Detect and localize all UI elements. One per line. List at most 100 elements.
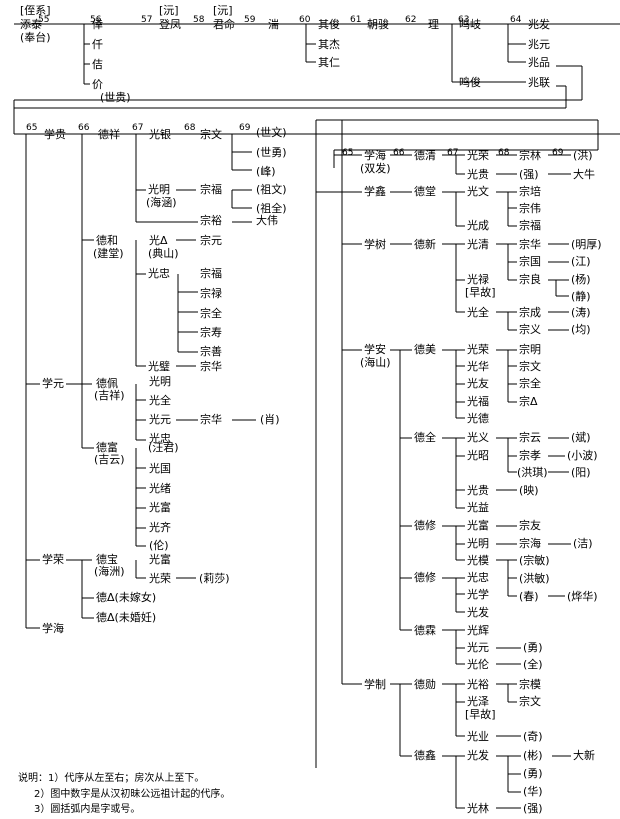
n-yehua: (烨华) [567,589,598,603]
n-zonghua1: 宗华 [200,359,222,373]
n-guangfu4: 光富 [467,518,489,532]
n-zongyou: 宗友 [519,518,541,532]
n-zongwen1: 宗文 [200,127,222,141]
n-zongfu3: 宗福 [519,218,541,232]
n-zongquan1: 宗全 [200,306,222,320]
n-xuean-alias: (海山) [360,355,391,369]
n-xuean: 学安 [364,342,386,356]
n-bin: (斌) [571,431,591,444]
n-zongcheng: 宗成 [519,305,541,319]
n-quan: (全) [523,657,543,671]
legend-note: 说明：1）代序从左至右；房次从上至下。 [18,771,204,784]
n-guangqi: 光齐 [149,520,171,534]
n-jun1: (均) [571,323,591,336]
n-guangqing: 光清 [467,237,489,251]
generation-number: 63 [458,15,469,25]
n-xiaobo: (小波) [567,449,598,462]
connector-lines [13,23,620,809]
n-chaojun: 朝骏 [367,17,389,31]
n-demei: 德美 [414,342,436,356]
n-guangwen: 光文 [467,184,489,198]
n-guangmo: 光模 [467,553,489,567]
n-zongpei: 宗培 [519,184,541,198]
n-xuehai2-alias: (双发) [360,161,391,175]
n-zonghua2: 宗华 [200,412,222,426]
n-zongwei: 宗伟 [519,201,541,215]
n-guangzhong3: 光忠 [467,570,489,584]
n-guangfu3: 光福 [467,394,489,408]
n-guanghua: 光华 [467,359,489,373]
generation-number: 66 [78,123,90,133]
n-guanghui: 光辉 [467,623,489,637]
n-hongqi: (洪琪) [517,465,548,479]
n-guangming1-alias: (海涵) [146,195,177,209]
n-zongyu: 宗裕 [200,213,222,227]
n-zongyi: 宗义 [519,322,541,336]
n-qiren: 其仁 [318,56,340,69]
n-guangxu: 光绪 [149,481,171,495]
legend-notes: 说明：1）代序从左至右；房次从上至下。2）图中数字是从汉初昧公远祖计起的代序。3… [18,771,230,815]
n-debao-alias: (海洲) [94,564,125,578]
n-jie-alias: (世贵) [100,91,131,104]
generation-number: 69 [552,148,564,158]
n-guangming1: 光明 [148,182,170,196]
n-zongmo: 宗模 [519,677,541,691]
generation-number: 67 [447,148,458,158]
n-xuerong: 学荣 [42,552,64,566]
n-zongliang: 宗良 [519,272,541,286]
n-jiang: (江) [571,255,591,268]
n-tao: (涛) [571,305,591,319]
n-chun: (春) [519,590,539,603]
generation-number: 68 [184,123,196,133]
n-dex1: 德Δ(未嫁女) [96,590,156,604]
n-zongfu1: 宗福 [200,182,222,196]
n-xuehai2: 学海 [364,148,386,162]
n-zongyun: 宗云 [519,430,541,444]
n-shiyong: (世勇) [256,146,287,159]
n-depei-alias: (吉祥) [94,388,125,402]
n-jie2: (洁) [573,537,593,550]
n-guangfu2: 光富 [149,552,171,566]
n-zuwen: (祖文) [256,182,287,196]
n-zongwen2: 宗文 [519,359,541,373]
n-guangzhong1: 光忠 [148,266,170,280]
tag-yuan1: [沅] [159,4,179,17]
n-jing: (静) [571,289,591,303]
n-guangfu1: 光富 [149,500,171,514]
n-mingqi: 鸣岐 [459,17,481,31]
n-dexiu2: 德修 [414,570,436,584]
n-xueyuan: 学元 [42,376,64,390]
n-shi: 仟 [92,38,103,51]
n-daniu: 大牛 [573,167,595,181]
n-mingjun: 鸣俊 [459,75,481,89]
n-guangming2: 光明 [149,374,171,388]
n-dexun: 德勋 [414,677,436,691]
generation-number: 67 [132,123,143,133]
n-guangrong2: 光荣 [467,148,489,162]
generation-number: 58 [193,15,205,25]
n-guangyuan1: 光元 [149,412,171,426]
generation-number: 62 [405,15,416,25]
n-guangxue: 光学 [467,587,489,601]
generation-number: 59 [244,15,256,25]
n-yong2: (勇) [523,767,543,780]
n-feng: (峰) [256,165,276,178]
n-xuegui: 学贵 [44,127,66,141]
n-xiao: (肖) [260,412,280,426]
generation-number: 56 [90,15,102,25]
n-zongfu2: 宗福 [200,266,222,280]
n-guangquan: 光全 [149,393,171,407]
n-qi: (奇) [523,730,543,743]
n-detang: 德堂 [414,184,436,198]
n-zongmin: (宗敏) [519,553,550,567]
n-wei: 倖 [92,18,103,31]
n-guangfa: 光发 [467,605,489,619]
generation-number: 65 [26,123,37,133]
generation-number: 60 [299,15,311,25]
n-junming: 君命 [213,17,235,31]
n-guanggui2: 光贵 [467,483,489,497]
n-qiang: (强) [519,168,539,181]
n-li: 理 [428,18,439,31]
n-minghou: (明厚) [571,238,602,251]
